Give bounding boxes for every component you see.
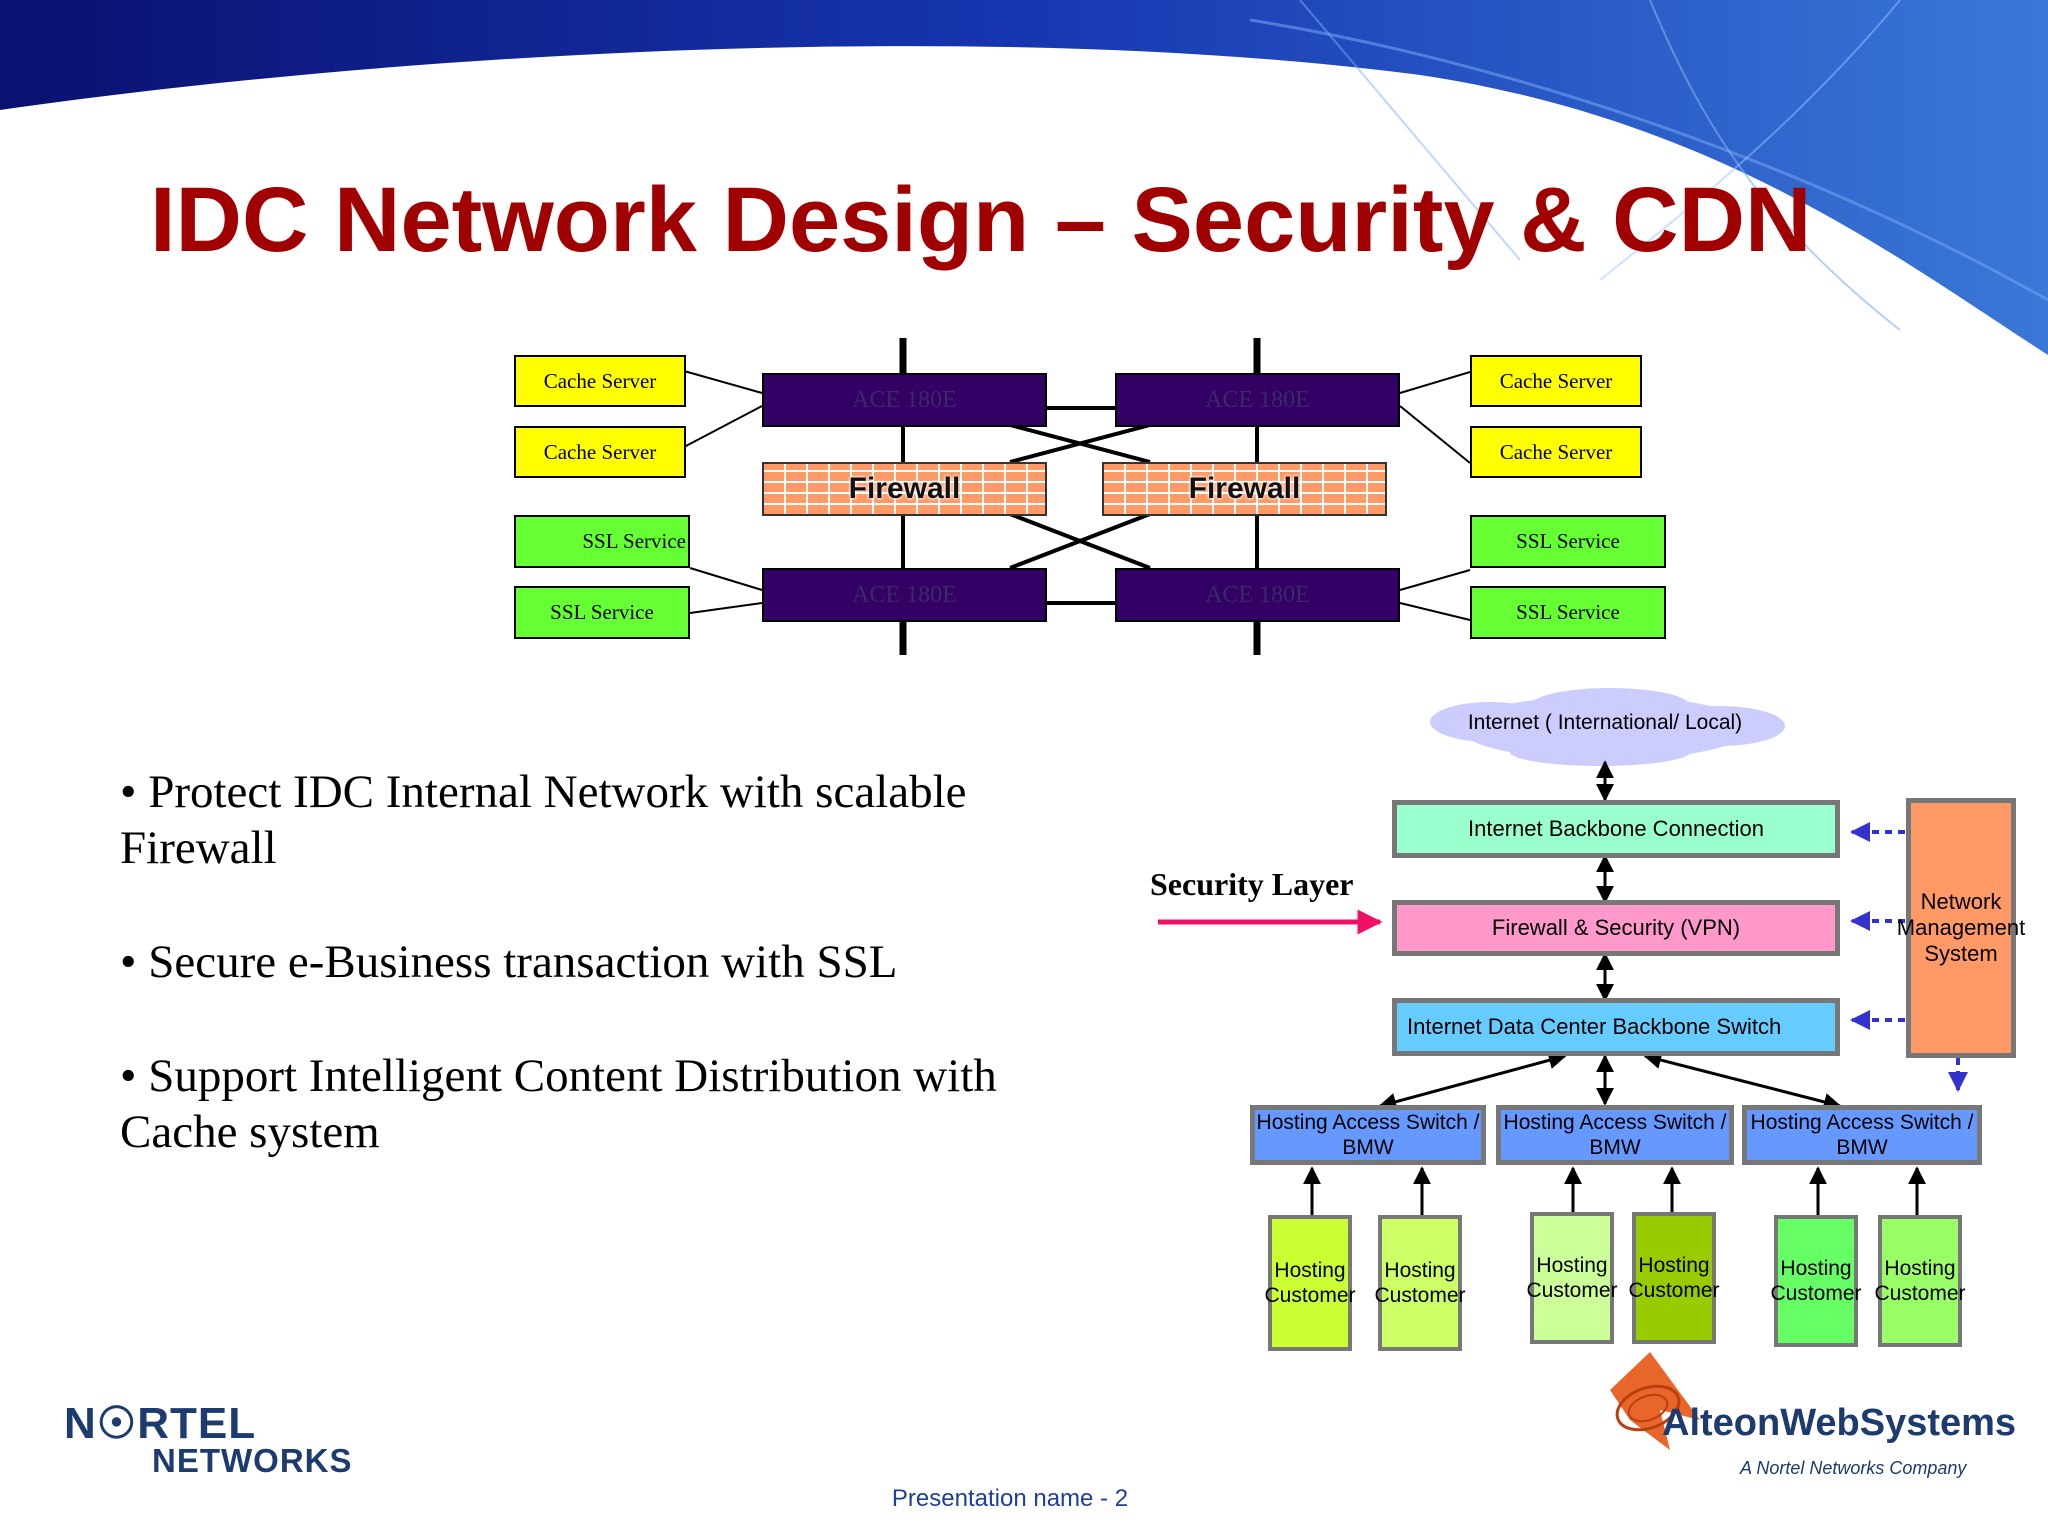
hosting-customer-5: Hosting Customer: [1771, 1215, 1862, 1347]
firewall-left: Firewall: [762, 462, 1047, 516]
hosting-access-switch-2: Hosting Access Switch / BMW: [1496, 1105, 1734, 1165]
network-management-system: Network Management System: [1897, 798, 2025, 1058]
firewall-security-vpn: Firewall & Security (VPN): [1392, 900, 1840, 956]
internet-cloud: [1430, 688, 1785, 766]
cache-server-left-2: Cache Server: [514, 426, 686, 478]
ssl-service-right-1: SSL Service: [1470, 515, 1666, 568]
hosting-customer-6: Hosting Customer: [1875, 1215, 1966, 1347]
hosting-customer-2: Hosting Customer: [1375, 1215, 1466, 1351]
nortel-logo-line2: NETWORKS: [152, 1442, 353, 1479]
alteon-emblem-icon: [1610, 1352, 1700, 1450]
alteon-websystems-logo: AlteonWebSystems A Nortel Networks Compa…: [1590, 1350, 2016, 1490]
hosting-customer-1: Hosting Customer: [1265, 1215, 1356, 1351]
ace-switch-top-right: ACE 180E: [1115, 373, 1400, 427]
ssl-service-left-1: SSL Service: [514, 515, 690, 568]
bullet-content-distribution: • Support Intelligent Content Distributi…: [120, 1050, 997, 1158]
security-layer-label: Security Layer: [1150, 866, 1354, 902]
ssl-service-left-2: SSL Service: [514, 586, 690, 639]
ssl-service-right-2: SSL Service: [1470, 586, 1666, 639]
alteon-logo-line1: AlteonWebSystems: [1662, 1402, 2017, 1444]
alteon-logo-line2: A Nortel Networks Company: [1740, 1458, 1967, 1478]
slide-title: IDC Network Design – Security & CDN: [150, 169, 1812, 271]
top-diagram-connectors: [683, 338, 1471, 655]
hosting-access-switch-3: Hosting Access Switch / BMW: [1742, 1105, 1982, 1165]
firewall-right-label: Firewall: [1188, 472, 1301, 505]
cache-server-right-1: Cache Server: [1470, 355, 1642, 407]
hosting-customer-3: Hosting Customer: [1527, 1212, 1618, 1344]
nortel-networks-logo: N☉RTEL NETWORKS: [64, 1398, 364, 1488]
cache-server-left-1: Cache Server: [514, 355, 686, 407]
firewall-right: Firewall: [1102, 462, 1387, 516]
bullet-protect-network: • Protect IDC Internal Network with scal…: [120, 766, 967, 874]
ace-switch-bottom-right: ACE 180E: [1115, 568, 1400, 622]
bullet-secure-ebusiness: • Secure e-Business transaction with SSL: [120, 936, 898, 988]
firewall-left-label: Firewall: [848, 472, 961, 505]
nortel-logo-line1: N☉RTEL: [64, 1399, 257, 1448]
dc-backbone-switch: Internet Data Center Backbone Switch: [1392, 998, 1840, 1056]
hosting-access-switch-1: Hosting Access Switch / BMW: [1250, 1105, 1486, 1165]
internet-label: Internet ( International/ Local): [1467, 711, 1743, 734]
header-band: [0, 0, 2048, 355]
ace-switch-top-left: ACE 180E: [762, 373, 1047, 427]
ace-switch-bottom-left: ACE 180E: [762, 568, 1047, 622]
internet-backbone-connection: Internet Backbone Connection: [1392, 800, 1840, 858]
cache-server-right-2: Cache Server: [1470, 426, 1642, 478]
hosting-customer-4: Hosting Customer: [1629, 1212, 1720, 1344]
footer-presentation-name: Presentation name - 2: [891, 1485, 1129, 1512]
